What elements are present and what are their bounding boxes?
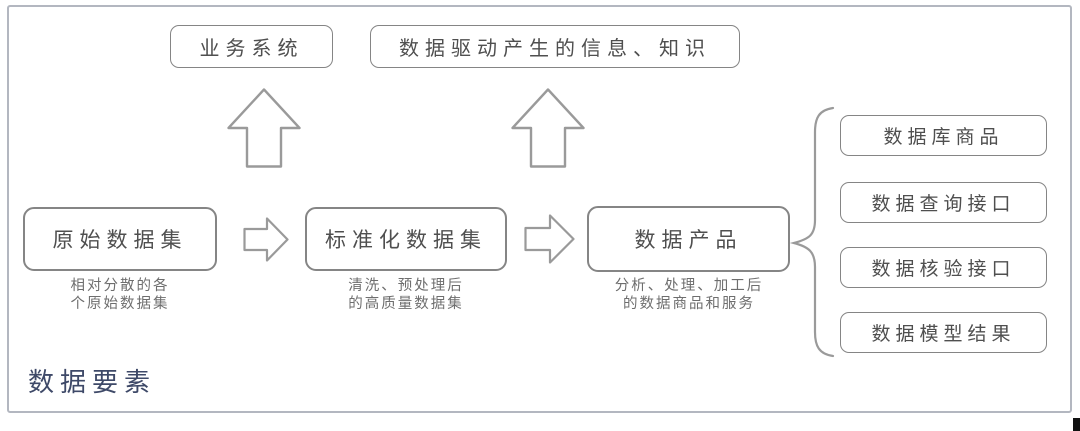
up-arrow-icon	[511, 88, 585, 168]
caption-line: 的数据商品和服务	[623, 296, 755, 312]
caption-line: 分析、处理、加工后	[614, 278, 764, 294]
box-raw-dataset: 原始数据集	[23, 207, 217, 271]
caption-line: 个原始数据集	[70, 296, 170, 312]
box-data-model-result-label: 数据模型结果	[871, 324, 1016, 345]
right-arrow-icon	[524, 214, 575, 264]
box-standardized-dataset: 标准化数据集	[305, 207, 507, 271]
caption-data-product: 分析、处理、加工后 的数据商品和服务	[588, 277, 790, 313]
box-business-system: 业务系统	[170, 25, 333, 68]
section-title-text: 数据要素	[28, 367, 157, 397]
right-arrow-icon	[243, 217, 289, 262]
box-raw-dataset-label: 原始数据集	[52, 229, 188, 252]
box-data-verification-api: 数据核验接口	[840, 247, 1047, 288]
box-data-driven-info: 数据驱动产生的信息、知识	[370, 25, 740, 68]
box-data-driven-info-label: 数据驱动产生的信息、知识	[399, 38, 711, 60]
box-data-product: 数据产品	[587, 206, 790, 272]
box-data-query-api-label: 数据查询接口	[871, 194, 1016, 215]
caption-line: 相对分散的各	[70, 278, 170, 294]
caption-line: 的高质量数据集	[348, 296, 464, 312]
corner-artifact	[1073, 418, 1080, 431]
caption-raw-dataset: 相对分散的各 个原始数据集	[30, 277, 210, 313]
box-data-verification-api-label: 数据核验接口	[871, 259, 1016, 280]
box-data-product-label: 数据产品	[634, 229, 743, 252]
section-title: 数据要素	[28, 362, 156, 399]
caption-line: 清洗、预处理后	[348, 278, 464, 294]
box-database-product: 数据库商品	[840, 115, 1047, 156]
up-arrow-icon	[227, 88, 301, 168]
box-business-system-label: 业务系统	[199, 38, 304, 60]
box-database-product-label: 数据库商品	[883, 127, 1004, 148]
caption-standardized-dataset: 清洗、预处理后 的高质量数据集	[308, 277, 504, 313]
curly-brace-icon	[789, 106, 835, 358]
box-data-query-api: 数据查询接口	[840, 182, 1047, 223]
box-standardized-dataset-label: 标准化数据集	[325, 229, 487, 252]
box-data-model-result: 数据模型结果	[840, 312, 1047, 353]
